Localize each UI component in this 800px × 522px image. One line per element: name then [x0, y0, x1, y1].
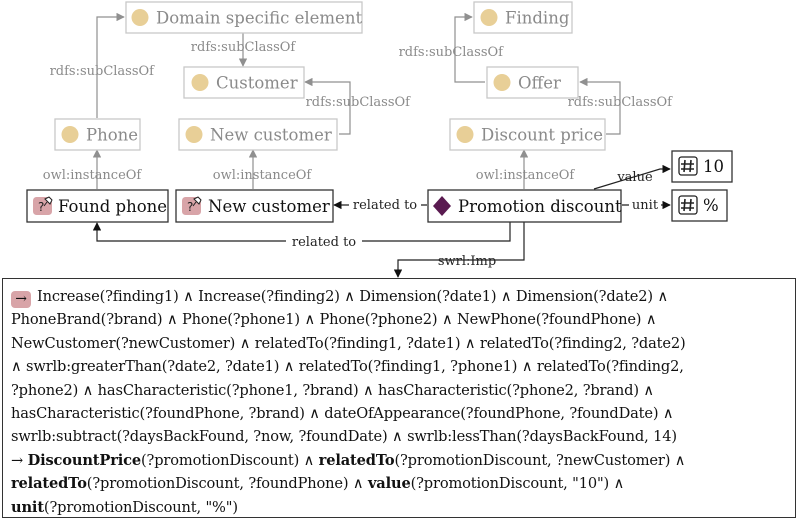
- edge-label: swrl:Imp: [438, 254, 496, 269]
- node-label: Promotion discount: [458, 197, 622, 216]
- node-domain-specific-element[interactable]: Domain specific element: [125, 1, 363, 34]
- edge-label: value: [616, 170, 653, 185]
- ontology-graph: rdfs:subClassOf rdfs:subClassOf rdfs:sub…: [26, 1, 733, 278]
- edge-promotion-relatedto-newcustomer: related to: [333, 195, 427, 213]
- node-literal-percent[interactable]: %: [671, 189, 728, 222]
- rule-segment: (?promotionDiscount, "%"): [43, 498, 238, 516]
- circle-icon: [480, 9, 498, 26]
- edge-promotion-unit: unit: [622, 197, 671, 214]
- rule-segment: NewCustomer(?newCustomer) ∧ relatedTo(?f…: [11, 334, 686, 352]
- swrl-rule-text: → Increase(?finding1) ∧ Increase(?finding…: [11, 285, 787, 519]
- rule-line: swrlb:subtract(?daysBackFound, ?now, ?fo…: [11, 425, 787, 448]
- pin-icon: ?: [33, 196, 53, 215]
- node-offer[interactable]: Offer: [486, 66, 579, 99]
- node-label: Finding: [505, 9, 570, 28]
- node-label: Domain specific element: [156, 9, 362, 28]
- edge-label: related to: [292, 235, 356, 250]
- node-label: Customer: [216, 74, 298, 93]
- node-phone[interactable]: Phone: [54, 118, 141, 151]
- circle-icon: [456, 126, 474, 143]
- rule-segment: (?promotionDiscount) ∧: [141, 451, 319, 469]
- rule-line: → DiscountPrice(?promotionDiscount) ∧ re…: [11, 449, 787, 472]
- svg-text:?: ?: [38, 200, 44, 214]
- rule-line: unit(?promotionDiscount, "%"): [11, 496, 787, 519]
- rule-segment: (?promotionDiscount, ?newCustomer) ∧: [394, 451, 686, 469]
- node-label: Found phone: [58, 197, 167, 216]
- hash-icon: [678, 195, 698, 215]
- node-label: Phone: [86, 126, 138, 145]
- edge-phone-subclassof-domain: rdfs:subClassOf: [50, 12, 156, 118]
- edge-promotion-value: value: [593, 164, 671, 190]
- edge-promotion-instanceof-discount: owl:instanceOf: [476, 149, 576, 189]
- node-discount-price[interactable]: Discount price: [449, 118, 606, 151]
- rule-predicate-bold: relatedTo: [11, 475, 87, 493]
- edge-promotion-swrlimp-rule: swrl:Imp: [393, 221, 525, 278]
- node-finding[interactable]: Finding: [473, 1, 573, 34]
- rule-segment: →: [11, 451, 28, 469]
- rule-line: → Increase(?finding1) ∧ Increase(?finding…: [11, 285, 787, 308]
- edge-customer-subclassof-domain: rdfs:subClassOf: [191, 33, 297, 67]
- rule-line: hasCharacteristic(?foundPhone, ?brand) ∧…: [11, 402, 787, 425]
- rule-predicate-bold: unit: [11, 498, 44, 516]
- rule-line: ?phone2) ∧ hasCharacteristic(?phone1, ?b…: [11, 379, 787, 402]
- rule-segment: ∧ swrlb:greaterThan(?date2, ?date1) ∧ re…: [11, 358, 684, 376]
- pin-icon: ?: [182, 196, 202, 215]
- edge-foundphone-instanceof-phone: owl:instanceOf: [43, 149, 143, 189]
- circle-icon: [131, 9, 149, 26]
- rule-segment: Increase(?finding1) ∧ Increase(?finding2…: [37, 288, 668, 305]
- node-label: %: [703, 196, 719, 215]
- rule-segment: PhoneBrand(?brand) ∧ Phone(?phone1) ∧ Ph…: [11, 311, 657, 329]
- rule-line: PhoneBrand(?brand) ∧ Phone(?phone1) ∧ Ph…: [11, 308, 787, 331]
- svg-text:?: ?: [187, 200, 193, 214]
- circle-icon: [191, 74, 209, 91]
- rule-segment: (?promotionDiscount, ?foundPhone) ∧: [86, 475, 368, 493]
- rule-line: ∧ swrlb:greaterThan(?date2, ?date1) ∧ re…: [11, 355, 787, 378]
- rule-segment: hasCharacteristic(?foundPhone, ?brand) ∧…: [11, 405, 674, 423]
- edge-label: rdfs:subClassOf: [306, 95, 412, 110]
- node-new-customer-class[interactable]: New customer: [178, 118, 338, 151]
- hash-icon: [678, 156, 698, 176]
- rule-predicate-bold: relatedTo: [318, 451, 395, 469]
- node-label: 10: [703, 157, 724, 176]
- rule-segment: swrlb:subtract(?daysBackFound, ?now, ?fo…: [11, 428, 677, 446]
- edge-label: related to: [353, 198, 417, 213]
- edge-label: rdfs:subClassOf: [399, 45, 505, 60]
- edge-label: unit: [632, 198, 659, 213]
- node-found-phone[interactable]: ? Found phone: [26, 189, 169, 223]
- edge-label: owl:instanceOf: [213, 168, 313, 183]
- diamond-icon: [433, 196, 451, 216]
- edge-newcustomer-instanceof-newcustomer: owl:instanceOf: [213, 149, 313, 189]
- arrow-right-icon: →: [11, 291, 31, 308]
- edge-discount-subclassof-offer: rdfs:subClassOf: [568, 77, 674, 135]
- rule-predicate-bold: value: [367, 475, 411, 493]
- node-label: New customer: [210, 126, 332, 145]
- node-label: Discount price: [481, 126, 603, 145]
- rule-segment: (?promotionDiscount, "10") ∧: [410, 475, 625, 493]
- rule-line: relatedTo(?promotionDiscount, ?foundPhon…: [11, 472, 787, 495]
- edge-offer-subclassof-finding: rdfs:subClassOf: [399, 12, 505, 83]
- rule-predicate-bold: DiscountPrice: [27, 451, 142, 469]
- circle-icon: [61, 126, 79, 143]
- edge-newcustomer-subclassof-customer: rdfs:subClassOf: [304, 77, 412, 135]
- swrl-rule-box[interactable]: → Increase(?finding1) ∧ Increase(?finding…: [2, 278, 796, 518]
- node-label: New customer: [208, 197, 330, 216]
- rule-segment: ?phone2) ∧ hasCharacteristic(?phone1, ?b…: [11, 381, 654, 399]
- circle-icon: [493, 74, 511, 91]
- edge-label: owl:instanceOf: [476, 168, 576, 183]
- node-new-customer-instance[interactable]: ? New customer: [175, 189, 334, 223]
- circle-icon: [185, 126, 203, 143]
- node-customer[interactable]: Customer: [183, 66, 305, 99]
- edge-label: rdfs:subClassOf: [191, 40, 297, 55]
- edge-label: rdfs:subClassOf: [50, 64, 156, 79]
- edge-label: owl:instanceOf: [43, 168, 143, 183]
- node-literal-10[interactable]: 10: [671, 150, 733, 183]
- node-label: Offer: [518, 74, 561, 93]
- rule-line: NewCustomer(?newCustomer) ∧ relatedTo(?f…: [11, 332, 787, 355]
- edge-label: rdfs:subClassOf: [568, 95, 674, 110]
- node-promotion-discount[interactable]: Promotion discount: [427, 189, 622, 223]
- edge-promotion-relatedto-foundphone: related to: [92, 221, 511, 250]
